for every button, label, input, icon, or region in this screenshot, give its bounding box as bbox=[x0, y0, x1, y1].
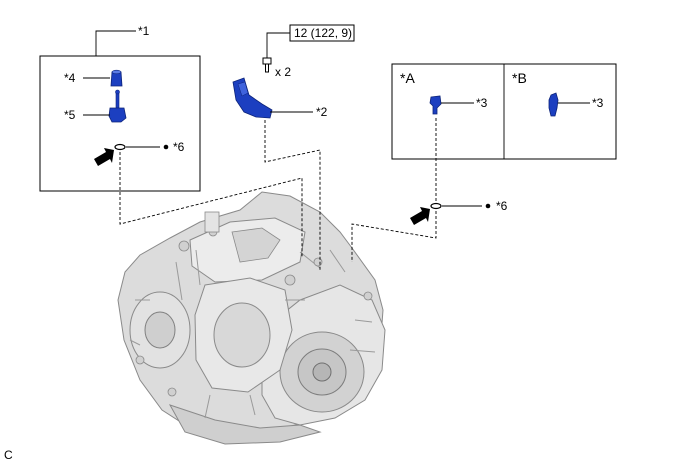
part-3-sensor-b bbox=[548, 92, 559, 117]
connector-left bbox=[119, 152, 303, 258]
variant-a-label: *A bbox=[400, 70, 415, 86]
connector-middle bbox=[264, 120, 321, 270]
variant-b-label: *B bbox=[512, 70, 527, 86]
part-3-sensor-a bbox=[429, 95, 442, 115]
label-part-6-right: *6 bbox=[496, 199, 508, 213]
label-part-3-a: *3 bbox=[476, 96, 488, 110]
black-arrow-icon bbox=[94, 148, 114, 166]
label-part-5: *5 bbox=[64, 108, 76, 122]
label-part-3-b: *3 bbox=[592, 96, 604, 110]
o-ring-left bbox=[114, 143, 126, 151]
group-box-1 bbox=[39, 55, 201, 192]
part-5-sensor bbox=[108, 89, 127, 123]
label-part-2: *2 bbox=[316, 105, 328, 119]
bolt-quantity: x 2 bbox=[275, 65, 291, 79]
torque-spec: 12 (122, 9) bbox=[294, 26, 352, 40]
label-part-6-left: *6 bbox=[173, 140, 185, 154]
dot-marker-icon bbox=[163, 144, 169, 150]
part-2-bracket bbox=[232, 77, 273, 119]
part-4-cap bbox=[110, 69, 123, 87]
label-part-1: *1 bbox=[138, 24, 150, 38]
bolt-icon bbox=[262, 57, 272, 73]
figure-code: C bbox=[4, 448, 13, 462]
dot-marker-icon bbox=[485, 203, 491, 209]
group-1-leader bbox=[95, 30, 136, 56]
o-ring-right bbox=[430, 202, 442, 210]
black-arrow-icon bbox=[410, 207, 430, 225]
torque-leader bbox=[266, 32, 290, 58]
label-part-4: *4 bbox=[64, 71, 76, 85]
connector-right bbox=[351, 211, 437, 262]
transmission-illustration bbox=[117, 191, 386, 445]
